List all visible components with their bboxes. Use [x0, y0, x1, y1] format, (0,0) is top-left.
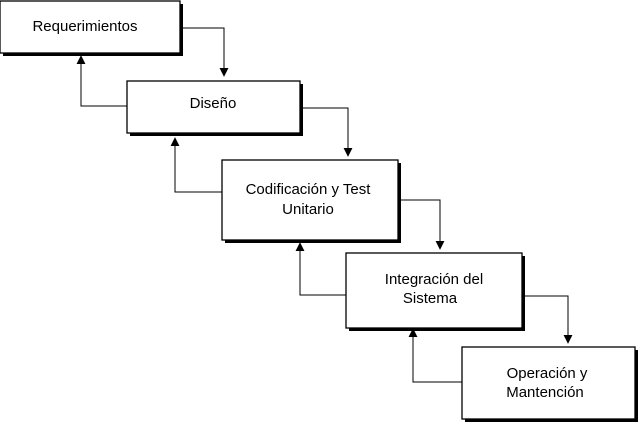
feedback-integracion-to-codificacion — [295, 242, 346, 296]
feedback-operacion-to-integracion — [408, 328, 462, 383]
feedback-diseno-to-requerimientos — [76, 55, 127, 107]
stage-codificacion-box — [221, 159, 399, 241]
flow-integracion-to-operacion — [522, 295, 573, 344]
stage-requerimientos-label: Requerimientos — [32, 18, 137, 35]
stage-codificacion: Codificación y Test Unitario — [221, 159, 401, 243]
flow-diseno-to-codificacion — [300, 107, 353, 157]
stage-codificacion-label-line2: Unitario — [282, 201, 334, 218]
stage-diseno: Diseño — [126, 80, 303, 136]
feedback-codificacion-to-diseno — [170, 137, 222, 193]
stage-codificacion-label-line1: Codificación y Test — [246, 181, 372, 198]
stage-diseno-label: Diseño — [190, 95, 237, 112]
flow-requerimientos-to-diseno — [183, 27, 229, 77]
stage-operacion-box — [461, 346, 636, 420]
stage-integracion: Integración del Sistema — [345, 252, 525, 331]
stage-operacion-label-line1: Operación y — [507, 365, 588, 382]
stage-operacion: Operación y Mantención — [461, 346, 638, 422]
stage-requerimientos: Requerimientos — [0, 0, 183, 56]
stage-diseno-box — [126, 80, 301, 134]
stage-integracion-label-line1: Integración del — [385, 271, 483, 288]
flow-codificacion-to-integracion — [398, 199, 445, 250]
stage-integracion-box — [345, 252, 523, 329]
stage-requerimientos-box — [0, 0, 181, 54]
stage-operacion-label-line2: Mantención — [506, 384, 584, 401]
stage-integracion-label-line2: Sistema — [403, 290, 458, 307]
